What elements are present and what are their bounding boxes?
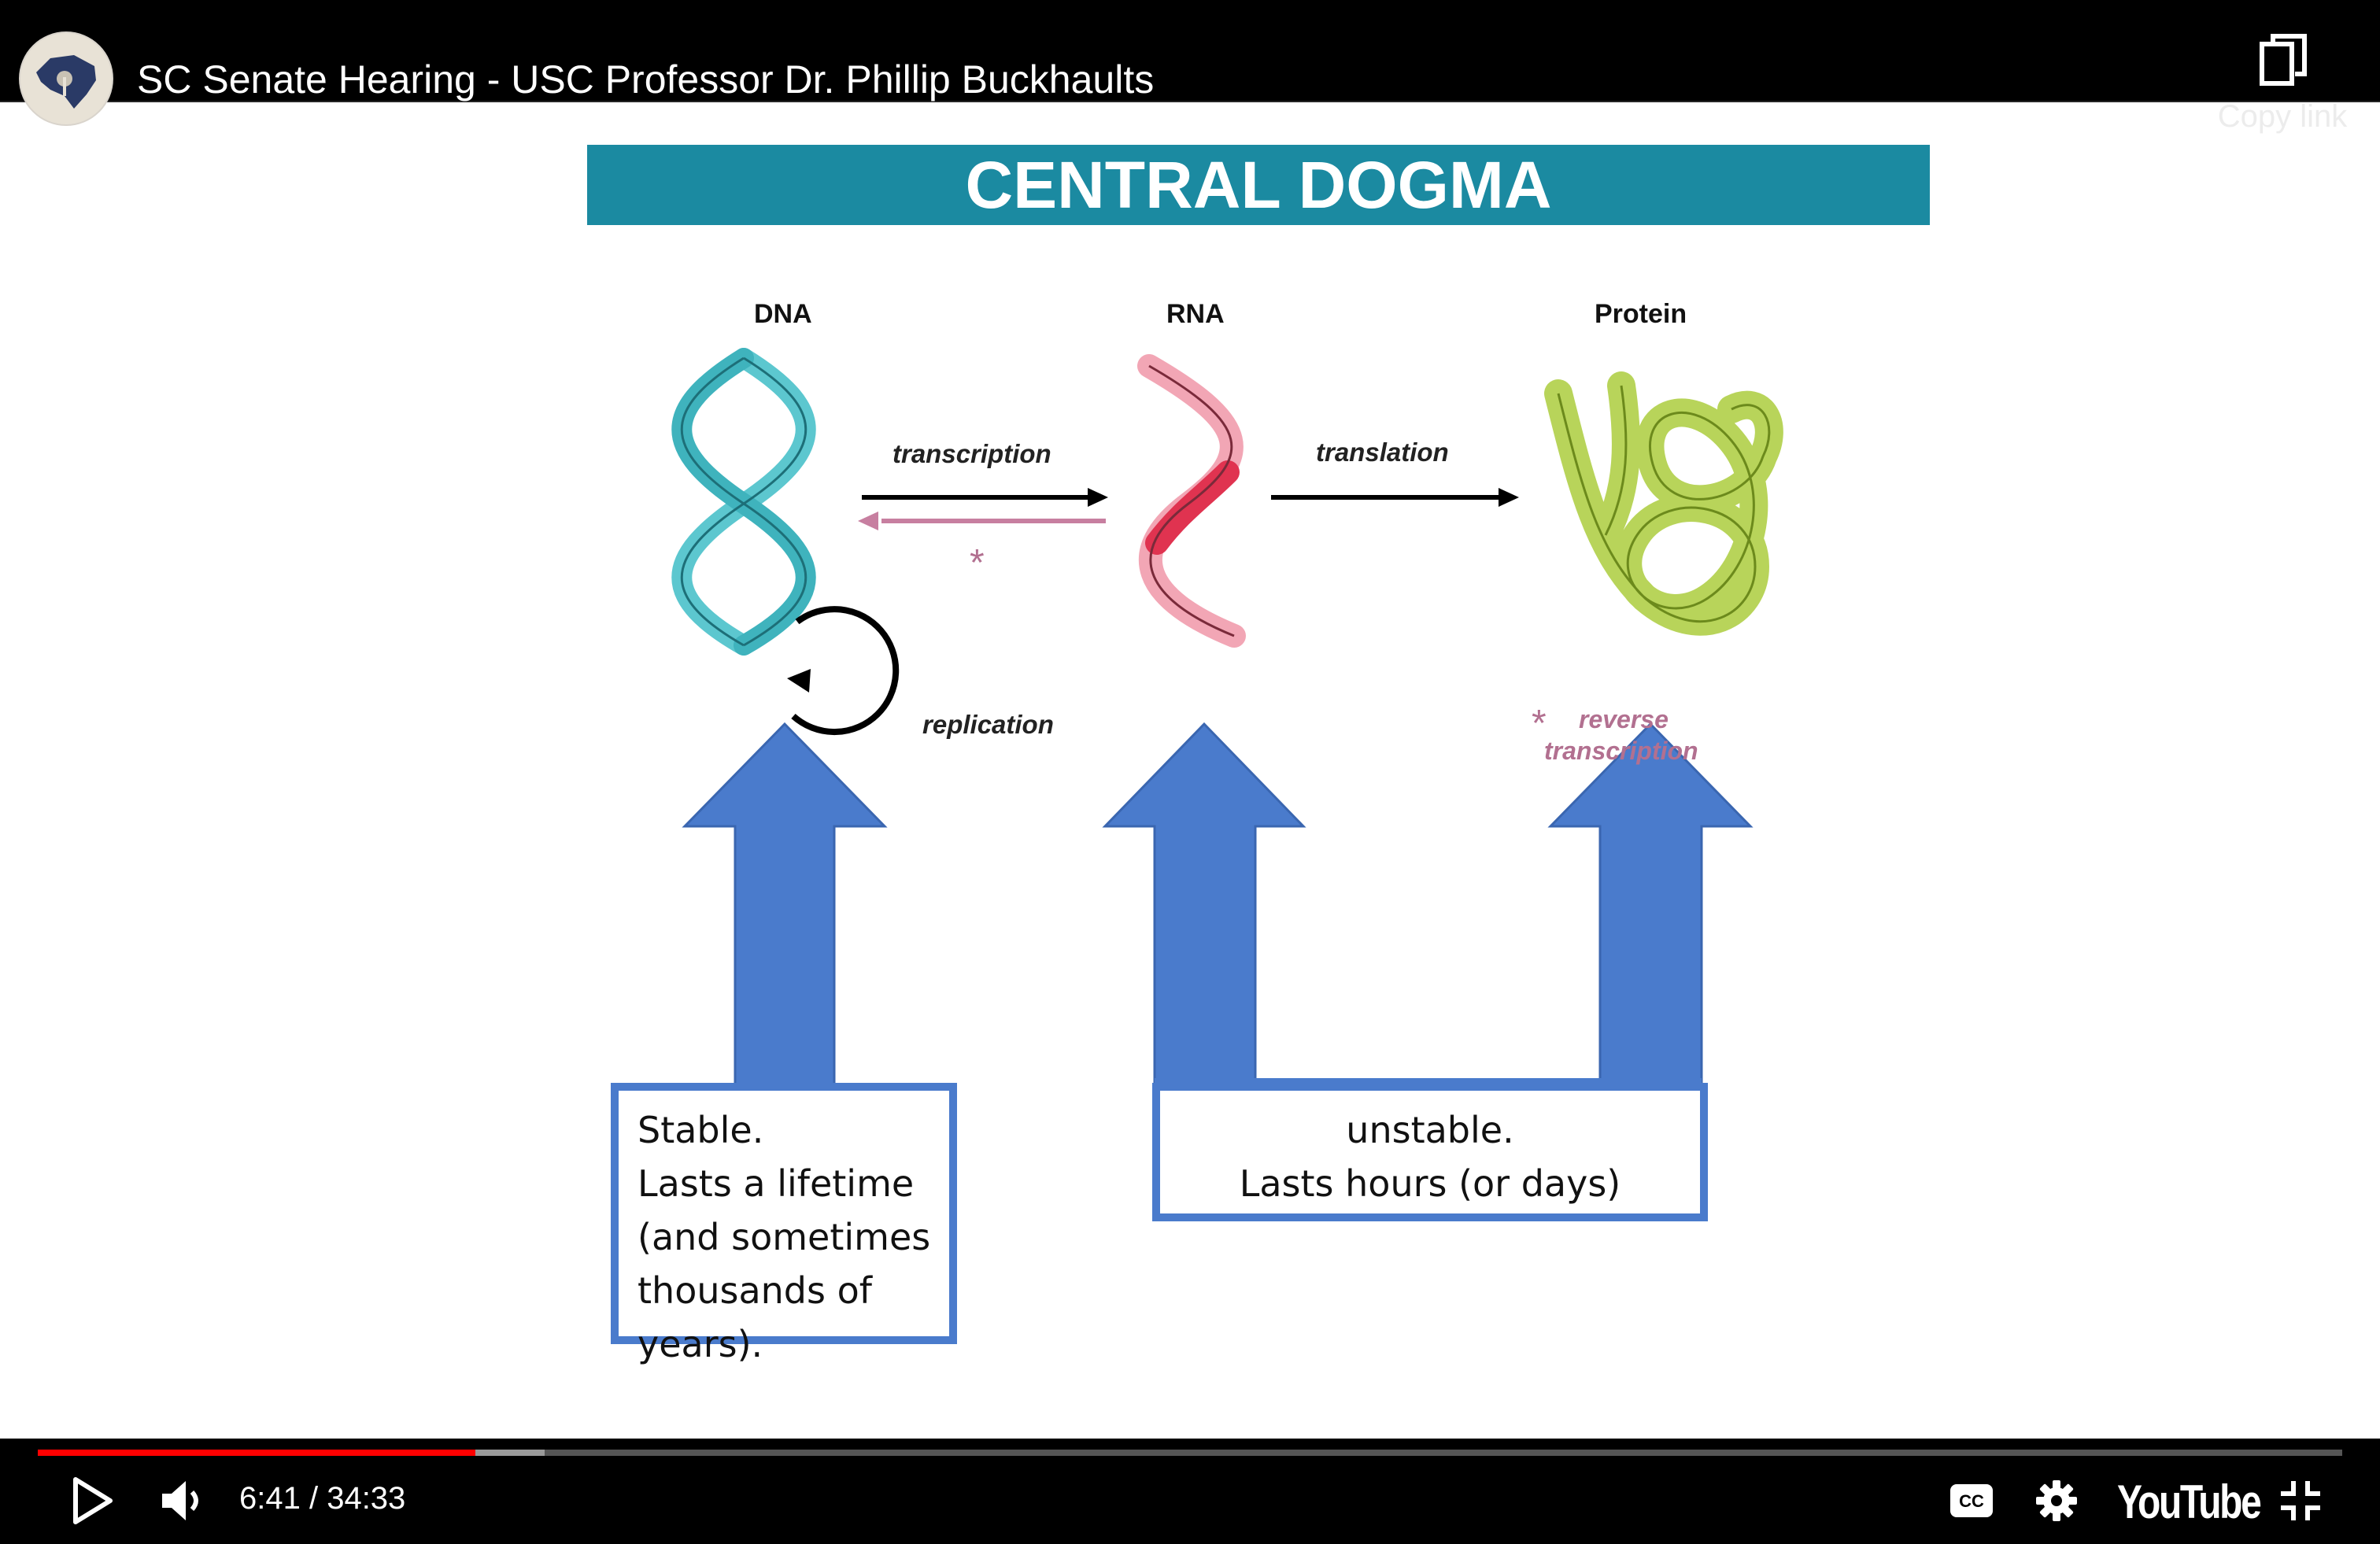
slide-title-bar: CENTRAL DOGMA xyxy=(587,145,1930,225)
dna-helix-icon xyxy=(671,348,816,656)
copy-icon xyxy=(2260,34,2307,86)
unstable-line-2: Lasts hours (or days) xyxy=(1239,1162,1621,1205)
captions-icon: CC xyxy=(1950,1484,1993,1517)
stable-line-5: years). xyxy=(638,1323,763,1365)
blue-arrow-dna xyxy=(682,722,888,1088)
protein-icon xyxy=(1544,371,1783,636)
time-separator: / xyxy=(300,1481,327,1516)
play-button[interactable] xyxy=(71,1476,115,1525)
time-current: 6:41 xyxy=(239,1481,301,1516)
stable-line-4: thousands of xyxy=(638,1269,872,1312)
south-carolina-seal-icon[interactable] xyxy=(19,31,113,126)
video-frame[interactable]: CENTRAL DOGMA DNA RNA Protein transcript… xyxy=(0,101,2380,1439)
protein-label: Protein xyxy=(1595,299,1687,329)
stable-line-2: Lasts a lifetime xyxy=(638,1162,915,1205)
stable-info-box: Stable. Lasts a lifetime (and sometimes … xyxy=(611,1083,957,1365)
play-icon xyxy=(73,1477,113,1524)
replication-arrow-icon xyxy=(787,606,900,736)
volume-icon xyxy=(162,1481,198,1520)
slide-graphics xyxy=(671,348,1783,1100)
progress-played xyxy=(38,1450,476,1456)
video-title[interactable]: SC Senate Hearing - USC Professor Dr. Ph… xyxy=(137,57,1155,102)
reverse-transcription-star: * xyxy=(970,542,985,584)
copy-link-button[interactable]: Copy link xyxy=(2204,24,2361,142)
volume-button[interactable] xyxy=(161,1478,208,1524)
settings-button[interactable] xyxy=(2035,1479,2078,1522)
stable-line-1: Stable. xyxy=(638,1109,764,1151)
stable-line-3: (and sometimes xyxy=(638,1216,931,1258)
dna-label: DNA xyxy=(754,299,812,329)
copy-link-label: Copy link xyxy=(2217,99,2348,134)
settings-gear-icon xyxy=(2036,1480,2077,1521)
blue-arrow-protein xyxy=(1547,722,1754,1095)
reverse-transcription-label: reverse transcription xyxy=(1544,704,1698,766)
exit-fullscreen-button[interactable] xyxy=(2279,1479,2322,1522)
reverse-transcription-legend-star: * xyxy=(1532,703,1547,744)
youtube-logo[interactable]: YouTube xyxy=(2117,1476,2262,1528)
unstable-info-box: unstable. Lasts hours (or days) xyxy=(1152,1083,1708,1221)
progress-bar[interactable] xyxy=(38,1450,2342,1456)
translation-arrow xyxy=(1271,488,1519,507)
exit-fullscreen-icon xyxy=(2281,1481,2320,1520)
translation-label: translation xyxy=(1316,438,1449,467)
top-bar xyxy=(0,0,2380,102)
time-total: 34:33 xyxy=(327,1481,406,1516)
reverse-transcription-line1: reverse xyxy=(1579,705,1669,733)
svg-text:CC: CC xyxy=(1959,1491,1984,1511)
blue-arrow-rna xyxy=(1102,722,1306,1095)
time-display: 6:41 / 34:33 xyxy=(239,1481,405,1516)
transcription-label: transcription xyxy=(893,439,1051,468)
replication-label: replication xyxy=(922,710,1054,739)
unstable-line-1: unstable. xyxy=(1346,1109,1514,1151)
captions-button[interactable]: CC xyxy=(1949,1483,1994,1519)
reverse-transcription-line2: transcription xyxy=(1544,737,1698,765)
transcription-arrow xyxy=(862,488,1108,507)
rna-strand-icon xyxy=(1137,354,1246,648)
reverse-transcription-arrow xyxy=(858,512,1106,530)
rna-label: RNA xyxy=(1166,299,1225,329)
slide-title: CENTRAL DOGMA xyxy=(965,148,1552,222)
